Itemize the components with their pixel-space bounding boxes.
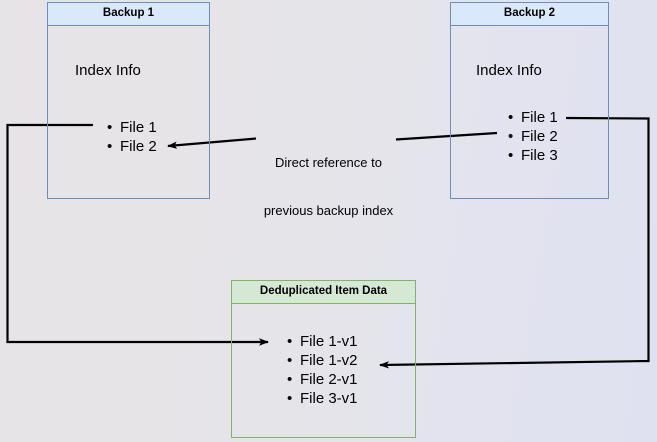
- dedup-header: Deduplicated Item Data: [232, 281, 415, 304]
- list-item: File 3: [508, 146, 558, 165]
- backup1-header: Backup 1: [48, 3, 209, 26]
- dedup-body: File 1-v1 File 1-v2 File 2-v1 File 3-v1: [232, 304, 415, 437]
- list-item: File 1: [508, 108, 558, 127]
- dedup-box[interactable]: Deduplicated Item Data File 1-v1 File 1-…: [231, 280, 416, 438]
- backup1-body: Index Info File 1 File 2: [48, 26, 209, 198]
- list-item: File 3-v1: [287, 389, 358, 408]
- dedup-file-list: File 1-v1 File 1-v2 File 2-v1 File 3-v1: [273, 332, 358, 408]
- backup2-index-info-label: Index Info: [476, 62, 542, 79]
- list-item: File 2: [107, 137, 157, 156]
- backup1-file-list: File 1 File 2: [93, 118, 157, 156]
- list-item: File 2-v1: [287, 370, 358, 389]
- backup1-box[interactable]: Backup 1 Index Info File 1 File 2: [47, 2, 210, 199]
- backup2-header: Backup 2: [451, 3, 608, 26]
- list-item: File 1-v2: [287, 351, 358, 370]
- list-item: File 2: [508, 127, 558, 146]
- connector-label-line1: Direct reference to: [275, 155, 382, 170]
- connector-label-line2: previous backup index: [263, 203, 394, 218]
- backup2-box[interactable]: Backup 2 Index Info File 1 File 2 File 3: [450, 2, 609, 199]
- connector-label: Direct reference to previous backup inde…: [246, 123, 411, 251]
- backup1-index-info-label: Index Info: [75, 62, 141, 79]
- list-item: File 1-v1: [287, 332, 358, 351]
- backup2-file-list: File 1 File 2 File 3: [494, 108, 558, 165]
- backup2-body: Index Info File 1 File 2 File 3: [451, 26, 608, 198]
- list-item: File 1: [107, 118, 157, 137]
